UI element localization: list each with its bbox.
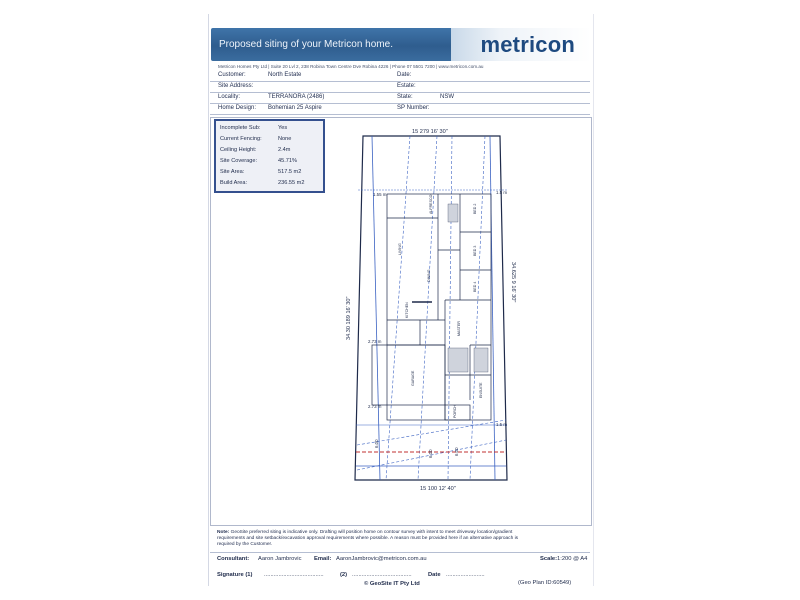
email-value[interactable]: AaronJambrovic@metricon.com.au <box>336 556 427 562</box>
scale-label: Scale: <box>540 556 558 562</box>
label-date: Date: <box>397 72 412 78</box>
header-banner: Proposed siting of your Metricon home. m… <box>211 28 591 61</box>
contour-line <box>469 135 486 481</box>
room-label-kitchen: KITCHEN <box>405 302 409 318</box>
setback-line <box>371 135 381 481</box>
signature-2-line[interactable]: ..................................... <box>352 572 412 578</box>
consultant-value: Aaron Jambrovic <box>258 556 302 562</box>
wet-area-hatch <box>447 203 489 373</box>
house-footprint <box>371 193 492 421</box>
divider <box>210 92 590 93</box>
right-boundary-label: 34.625 9 16' 30" <box>510 262 516 302</box>
site-plan-frame <box>210 117 592 526</box>
offset-label: 2.73 m <box>368 339 382 344</box>
value-state: NSW <box>440 94 454 100</box>
stat-value: 45.71% <box>278 158 297 164</box>
room-label-porch: PORCH <box>453 405 457 418</box>
stat-value: None <box>278 136 292 142</box>
label-state: State: <box>397 94 413 100</box>
left-boundary-label: 34.30 189 16' 30" <box>346 296 352 340</box>
metricon-logo: metricon <box>480 32 575 57</box>
contour-line <box>356 439 507 471</box>
setback-line <box>489 135 496 481</box>
divider <box>210 103 590 104</box>
label-customer: Customer: <box>218 72 246 78</box>
divider <box>210 81 590 82</box>
copyright-text: © GeoSite IT Pty Ltd <box>364 581 420 587</box>
stat-value: 2.4m <box>278 147 291 153</box>
signature-2-label: (2) <box>340 572 348 578</box>
room-label-ensuite: ENSUITE <box>479 382 483 398</box>
label-estate: Estate: <box>397 83 416 89</box>
banner-tagline: Proposed siting of your Metricon home. <box>219 39 393 50</box>
signature-1-line[interactable]: ..................................... <box>264 572 324 578</box>
note-text: GeoSite preferred siting is indicative o… <box>217 530 519 548</box>
contour-line <box>417 135 438 481</box>
room-label-bed4: BED 4 <box>473 282 477 292</box>
lot-boundary <box>354 135 508 481</box>
offset-label: 2.73 m <box>368 404 382 409</box>
room-label-alfresco: ALFRESCO <box>429 194 433 214</box>
contour-line <box>385 135 411 481</box>
room-label-bed2: BED 2 <box>473 204 477 214</box>
bottom-boundary-label: 15 100 12' 40" <box>420 486 456 492</box>
room-label-living: LIVING <box>398 243 402 255</box>
label-site-address: Site Address: <box>218 83 254 89</box>
stat-label: Site Coverage: <box>220 158 258 164</box>
stat-value: 517.5 m2 <box>278 169 302 175</box>
stat-value: Yes <box>278 125 288 131</box>
stat-label: Site Area: <box>220 169 245 175</box>
consultant-label: Consultant: <box>217 556 250 562</box>
stat-label: Ceiling Height: <box>220 147 257 153</box>
logo-panel: metricon <box>451 28 591 61</box>
note-label: Note: <box>217 530 230 535</box>
date-line[interactable]: ........................ <box>446 572 485 578</box>
room-label-bed3: BED 3 <box>473 246 477 256</box>
stat-label: Incomplete Sub: <box>220 125 261 131</box>
top-boundary-label: 15 279 16' 30" <box>412 129 448 135</box>
divider <box>210 552 590 553</box>
geo-plan-id: (Geo Plan ID:60549) <box>518 580 572 586</box>
setback-label: 1.5 m <box>496 190 507 195</box>
contour-line <box>447 135 453 481</box>
scale-value: 1:200 @ A4 <box>557 556 588 562</box>
company-contact-line: Metricon Homes Pty Ltd | Suite 20 Lvl 2,… <box>218 64 484 69</box>
stat-label: Build Area: <box>220 180 248 186</box>
room-label-dining: DINING <box>427 269 431 282</box>
stat-value: 236.55 m2 <box>278 180 305 186</box>
label-locality: Locality: <box>218 94 241 100</box>
setback-label: 1.5 m <box>496 422 507 427</box>
front-setback-label: 6.00 <box>428 449 433 458</box>
setback-label: 1.55 m <box>373 192 387 197</box>
stat-label: Current Fencing: <box>220 136 262 142</box>
contour-line <box>356 419 507 446</box>
date-label: Date <box>428 572 441 578</box>
front-setback-label: 6.00 <box>374 439 379 448</box>
value-customer: North Estate <box>268 72 302 78</box>
room-label-master: MASTER <box>457 321 461 336</box>
value-home-design: Bohemian 25 Aspire <box>268 105 322 111</box>
site-stats-box: Incomplete Sub: Yes Current Fencing: Non… <box>214 119 325 193</box>
document-sheet <box>208 14 594 586</box>
room-label-garage: GARAGE <box>411 370 415 386</box>
value-locality: TERRANORA (2486) <box>268 94 325 100</box>
signature-1-label: Signature (1) <box>217 572 253 578</box>
label-home-design: Home Design: <box>218 105 257 111</box>
email-label: Email: <box>314 556 332 562</box>
divider <box>210 114 590 115</box>
label-sp-number: SP Number: <box>397 105 430 111</box>
siting-note: Note: GeoSite preferred siting is indica… <box>217 530 527 549</box>
front-setback-label: 6.00 <box>454 447 459 456</box>
